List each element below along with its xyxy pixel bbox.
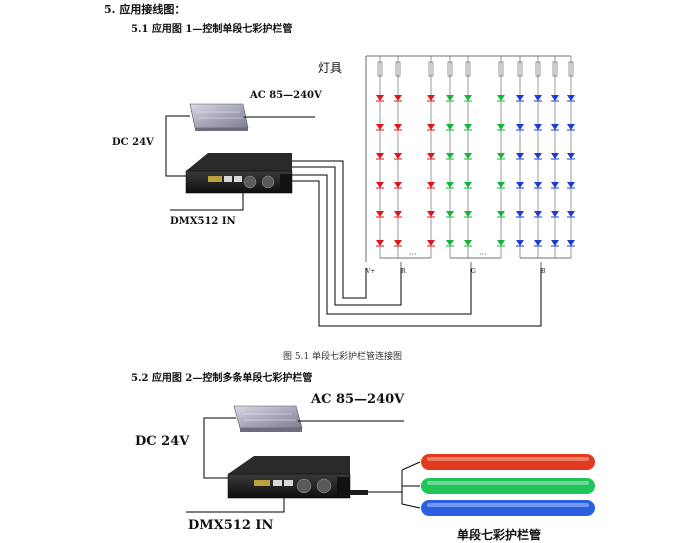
diagram2-ac-label: AC 85—240V (311, 392, 405, 407)
diagram2-heading: 5.2 应用图 2—控制多条单段七彩护栏管 (131, 373, 313, 384)
led-blue (567, 95, 575, 101)
diagram2-dmx-label: DMX512 IN (188, 518, 274, 533)
diagram1-ac-label: AC 85—240V (250, 90, 322, 101)
led-green (497, 240, 505, 246)
led-blue (516, 240, 524, 246)
led-red (394, 182, 402, 188)
matrix-ellipsis-1: ··· (409, 250, 417, 259)
led-red (427, 124, 435, 130)
led-blue (534, 182, 542, 188)
led-green (464, 211, 472, 217)
diagram1-dc-label: DC 24V (112, 137, 154, 148)
led-red (376, 124, 384, 130)
diagram1-heading: 5.1 应用图 1—控制单段七彩护栏管 (131, 24, 293, 35)
diagram1-caption: 图 5.1 单段七彩护栏管连接图 (283, 352, 403, 362)
led-green (446, 153, 454, 159)
diagram2-dc-label: DC 24V (135, 434, 190, 449)
led-green (497, 124, 505, 130)
section-title: 5. 应用接线图： (104, 3, 186, 16)
led-green (497, 211, 505, 217)
output-wires (292, 160, 542, 327)
channel-label-vplus: V+ (366, 268, 376, 275)
led-red (427, 95, 435, 101)
led-blue (567, 124, 575, 130)
tube-label: 单段七彩护栏管 (457, 528, 542, 542)
led-red (376, 240, 384, 246)
led-blue (534, 95, 542, 101)
matrix-ellipsis-2: ··· (479, 250, 487, 259)
led-red (394, 211, 402, 217)
tube-highlight (427, 503, 589, 507)
led-blue (516, 95, 524, 101)
dmx-controller-2 (227, 456, 368, 499)
led-blue (551, 240, 559, 246)
guardrail-tubes (421, 454, 595, 516)
tube-highlight (427, 481, 589, 485)
diagram1-dmx-label: DMX512 IN (170, 216, 236, 227)
led-green (446, 240, 454, 246)
led-blue (534, 211, 542, 217)
led-red (394, 95, 402, 101)
led-red (376, 182, 384, 188)
led-blue (567, 240, 575, 246)
tube-wires (368, 461, 421, 509)
lamp-label: 灯具 (318, 61, 343, 75)
led-red (394, 124, 402, 130)
led-green (446, 124, 454, 130)
led-blue (516, 153, 524, 159)
led-blue (534, 153, 542, 159)
dmx-controller-1 (185, 153, 293, 194)
tube-highlight (427, 457, 589, 461)
led-blue (551, 153, 559, 159)
led-red (427, 240, 435, 246)
led-red (376, 153, 384, 159)
led-blue (516, 211, 524, 217)
led-red (427, 211, 435, 217)
led-green (446, 211, 454, 217)
led-green (446, 95, 454, 101)
power-supply-2 (233, 405, 303, 432)
led-blue (551, 182, 559, 188)
channel-label-r: R (401, 268, 406, 275)
guardrail-tube (421, 500, 595, 516)
led-blue (567, 182, 575, 188)
guardrail-tube (421, 478, 595, 494)
led-red (427, 153, 435, 159)
led-green (464, 153, 472, 159)
led-red (376, 95, 384, 101)
power-supply-1 (189, 103, 249, 131)
led-red (394, 240, 402, 246)
led-blue (551, 95, 559, 101)
led-blue (516, 124, 524, 130)
led-blue (516, 182, 524, 188)
led-green (497, 182, 505, 188)
led-green (446, 182, 454, 188)
led-green (464, 182, 472, 188)
led-red (376, 211, 384, 217)
lamp-matrix (365, 55, 571, 268)
guardrail-tube (421, 454, 595, 470)
led-blue (551, 124, 559, 130)
led-green (497, 95, 505, 101)
led-green (464, 240, 472, 246)
channel-label-g: G (471, 268, 476, 275)
led-blue (534, 240, 542, 246)
channel-label-b: B (541, 268, 546, 275)
led-green (464, 124, 472, 130)
led-blue (567, 211, 575, 217)
led-green (464, 95, 472, 101)
led-red (427, 182, 435, 188)
led-blue (534, 124, 542, 130)
led-red (394, 153, 402, 159)
led-green (497, 153, 505, 159)
led-blue (551, 211, 559, 217)
led-blue (567, 153, 575, 159)
